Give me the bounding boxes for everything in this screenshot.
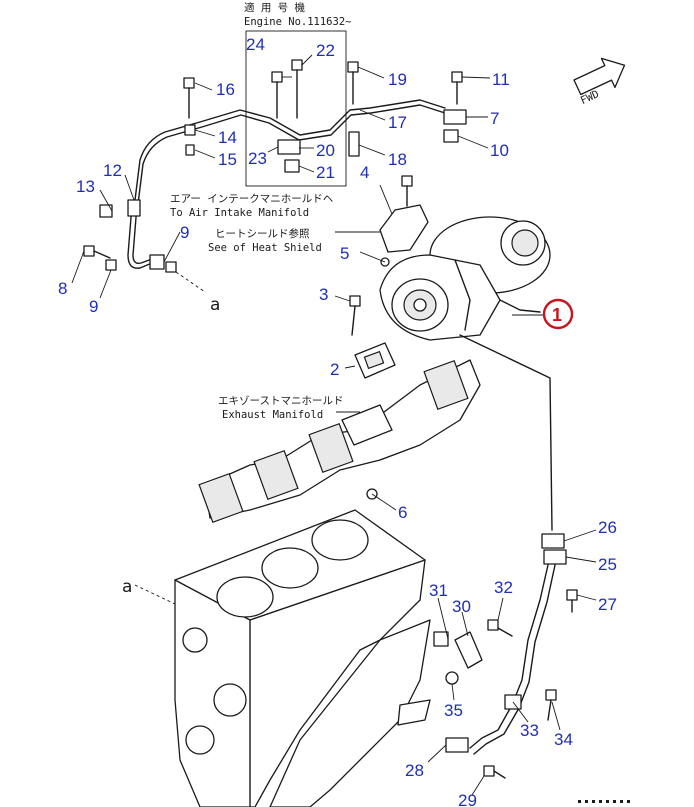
callout-7: 7 (490, 109, 499, 128)
heat-shield-bracket (379, 204, 429, 253)
left-tube-inner (132, 204, 153, 265)
washer-15 (185, 144, 195, 156)
nut-35 (445, 671, 459, 685)
callout-28: 28 (405, 761, 424, 780)
gasket-2-hole (363, 350, 385, 370)
bolt-24 (271, 71, 283, 119)
oil-line-leader (459, 334, 553, 531)
bolt-22 (291, 59, 303, 119)
bolt-27 (566, 589, 578, 613)
bolt-13 (99, 204, 113, 218)
ref-a-top: a (210, 295, 220, 315)
callout-12: 12 (103, 161, 122, 180)
oil-return-pipe-inner (473, 564, 556, 755)
fwd-arrow-icon (573, 57, 626, 96)
bolt-11 (451, 71, 463, 105)
spacer-18 (348, 131, 360, 157)
bolt-16 (183, 77, 195, 119)
callout-10: 10 (490, 141, 509, 160)
note-heat-en: See of Heat Shield (208, 242, 322, 254)
callout-13: 13 (76, 177, 95, 196)
callout-35: 35 (444, 701, 463, 720)
bolt-8 (83, 245, 111, 259)
upper-pipe-inner (137, 104, 446, 205)
callout-16: 16 (216, 80, 235, 99)
callout-19: 19 (388, 70, 407, 89)
callout-3: 3 (319, 285, 328, 304)
callout-15: 15 (218, 150, 237, 169)
plug-31 (433, 631, 449, 647)
header-en: Engine No.111632~ (244, 16, 351, 28)
washer-9b (165, 261, 177, 273)
turbocharger (379, 216, 551, 341)
callout-32: 32 (494, 578, 513, 597)
callout-17: 17 (388, 113, 407, 132)
oil-return-pipe (469, 564, 549, 749)
note-air-jp: エアー インテークマニホールドヘ (170, 193, 333, 205)
callout-22: 22 (316, 41, 335, 60)
callout-20: 20 (316, 141, 335, 160)
bolt-3 (349, 295, 361, 336)
gasket-26 (541, 533, 565, 549)
fitting-14 (184, 124, 196, 136)
leader-a-block (134, 584, 176, 605)
callout-27: 27 (598, 595, 617, 614)
bolt-4 (401, 175, 413, 207)
bracket-30 (454, 631, 483, 669)
exhaust-manifold (198, 359, 481, 524)
fitting-7 (443, 109, 467, 125)
bolt-19 (347, 61, 359, 105)
callout-18: 18 (388, 150, 407, 169)
callout-9-upper: 9 (180, 223, 189, 242)
highlight-circle (542, 298, 574, 330)
callout-4: 4 (360, 163, 369, 182)
highlight-number: 1 (552, 305, 562, 325)
bolt-32 (487, 619, 513, 637)
callout-leaders (71, 54, 597, 796)
left-tube (127, 204, 153, 269)
callout-21: 21 (316, 163, 335, 182)
corner-dots (578, 800, 630, 803)
washer-9 (105, 259, 117, 271)
note-exh-jp: エキゾーストマニホールド (218, 395, 343, 407)
note-exh-en: Exhaust Manifold (222, 409, 323, 421)
gasket-28 (445, 737, 469, 753)
callout-24: 24 (246, 35, 265, 54)
callout-29: 29 (458, 791, 477, 807)
note-heat-jp: ヒートシールド参照 (215, 227, 310, 240)
engine-number-box (245, 30, 347, 187)
note-air-en: To Air Intake Manifold (170, 207, 309, 219)
callout-8: 8 (58, 279, 67, 298)
callout-5: 5 (340, 244, 349, 263)
callout-6: 6 (398, 503, 407, 522)
callout-30: 30 (452, 597, 471, 616)
callout-14: 14 (218, 128, 237, 147)
fitting-9a (149, 254, 165, 270)
callout-31: 31 (429, 581, 448, 600)
callout-2: 2 (330, 360, 339, 379)
callout-9-lower: 9 (89, 297, 98, 316)
gasket-10 (443, 129, 459, 143)
bolt-34 (545, 689, 557, 721)
clamp-23 (277, 139, 301, 155)
cylinder-block (174, 509, 431, 807)
header-jp: 適 用 号 機 (244, 1, 305, 14)
callout-26: 26 (598, 518, 617, 537)
clamp-12 (127, 199, 141, 217)
callout-25: 25 (598, 555, 617, 574)
bolt-29 (483, 765, 506, 779)
ref-a-block: a (122, 577, 132, 597)
callout-33: 33 (520, 721, 539, 740)
spacer-21 (284, 159, 300, 173)
callout-11: 11 (492, 70, 510, 89)
callout-34: 34 (554, 730, 573, 749)
callout-23: 23 (248, 149, 267, 168)
leader-a-top (175, 271, 206, 293)
flange-25 (543, 549, 567, 565)
upper-pipe (134, 99, 446, 201)
